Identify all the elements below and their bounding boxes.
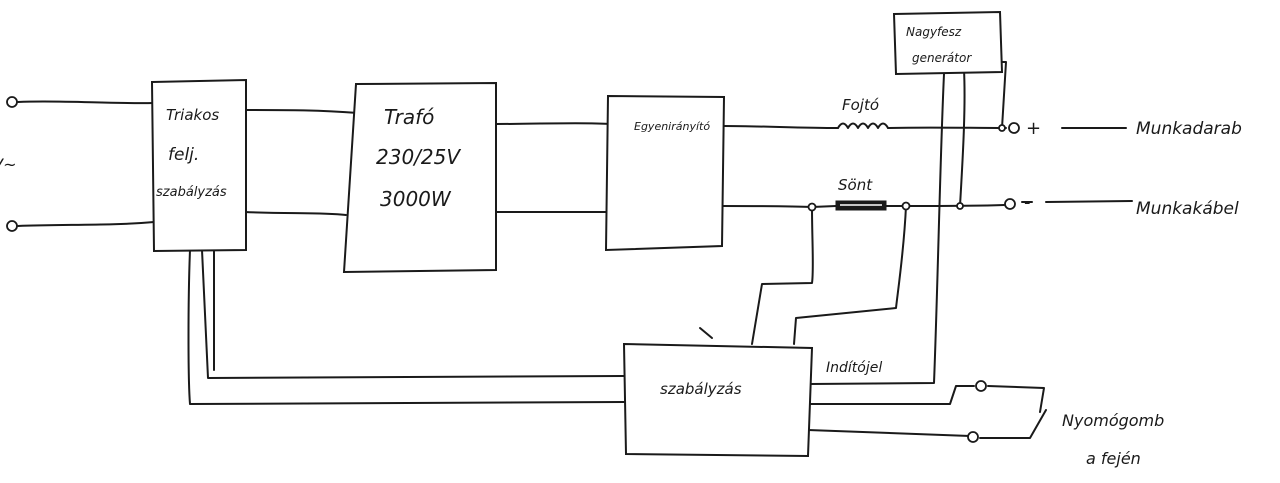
- transformer-label-3: 3000W: [380, 187, 452, 211]
- sense-lead-left: [751, 206, 814, 345]
- pushbutton-label-2: a fején: [1086, 449, 1141, 468]
- work-cable-label: Munkakábel: [1136, 199, 1239, 219]
- minus-label: -: [1024, 192, 1031, 213]
- mains-label: 0V~: [0, 155, 17, 174]
- wire-rect-negative: [721, 205, 813, 208]
- start-signal-label: Indítójel: [826, 360, 882, 376]
- sense-lead-right: [793, 205, 907, 345]
- wire-shunt-right: [905, 204, 1005, 207]
- plus-label: +: [1026, 118, 1041, 139]
- wire-ctrl-button-top: [809, 385, 975, 405]
- pushbutton-label-1: Nyomógomb: [1062, 411, 1164, 430]
- wire-hf-to-controller: [809, 73, 945, 385]
- rectifier-block: Egyenirányító: [604, 94, 726, 252]
- wire-ctrl-button-bottom: [807, 429, 971, 437]
- controller-block: szabályzás: [622, 342, 814, 458]
- triac-control-label-1: Triakos: [166, 106, 219, 124]
- shunt-label: Sönt: [838, 176, 873, 194]
- triac-control-label-2: felj.: [168, 145, 199, 165]
- mains-wire-top: [17, 100, 155, 105]
- negative-terminal: [1004, 198, 1016, 210]
- positive-terminal: [1008, 122, 1020, 134]
- wire-trafo-rect-top: [495, 122, 613, 125]
- hf-generator-block: Nagyfesz generátor: [892, 10, 1004, 76]
- choke-coil: [837, 122, 889, 129]
- button-terminal-bottom: [967, 431, 979, 443]
- wire-triac-trafo-bottom: [244, 211, 347, 216]
- triac-control-block: Triakos felj. szabályzás: [150, 78, 247, 253]
- triac-control-label-3: szabályzás: [156, 185, 227, 200]
- wire-minus-cable: [1045, 200, 1133, 203]
- transformer-block: Trafó 230/25V 3000W: [342, 81, 497, 274]
- junction-shunt-right: [901, 201, 911, 211]
- choke-label: Fojtó: [842, 96, 879, 114]
- mains-terminal-top: [6, 96, 18, 108]
- pushbutton-contact: [979, 385, 1047, 439]
- hf-generator-label-1: Nagyfesz: [906, 25, 962, 39]
- junction-hf-minus: [956, 202, 964, 210]
- wire-hf-to-minus: [959, 69, 966, 207]
- work-positive-label: Munkadarab: [1136, 119, 1242, 139]
- wire-rect-positive: [723, 125, 839, 129]
- transformer-label-1: Trafó: [384, 105, 434, 129]
- indicator-tick: [699, 327, 713, 339]
- junction-plus: [998, 124, 1006, 132]
- controller-label: szabályzás: [660, 380, 742, 398]
- mains-wire-bottom: [17, 221, 155, 227]
- wire-triac-trafo-top: [244, 109, 359, 114]
- transformer-label-2: 230/25V: [376, 145, 461, 169]
- button-terminal-top: [975, 380, 987, 392]
- rectifier-label: Egyenirányító: [634, 120, 710, 133]
- mains-terminal-bottom: [6, 220, 18, 232]
- wire-triac-ctrl-1: [201, 249, 625, 379]
- hf-generator-label-2: generátor: [912, 51, 972, 65]
- junction-shunt-left: [807, 202, 817, 212]
- terminals: [6, 96, 1020, 443]
- wire-triac-ctrl-3: [187, 249, 625, 405]
